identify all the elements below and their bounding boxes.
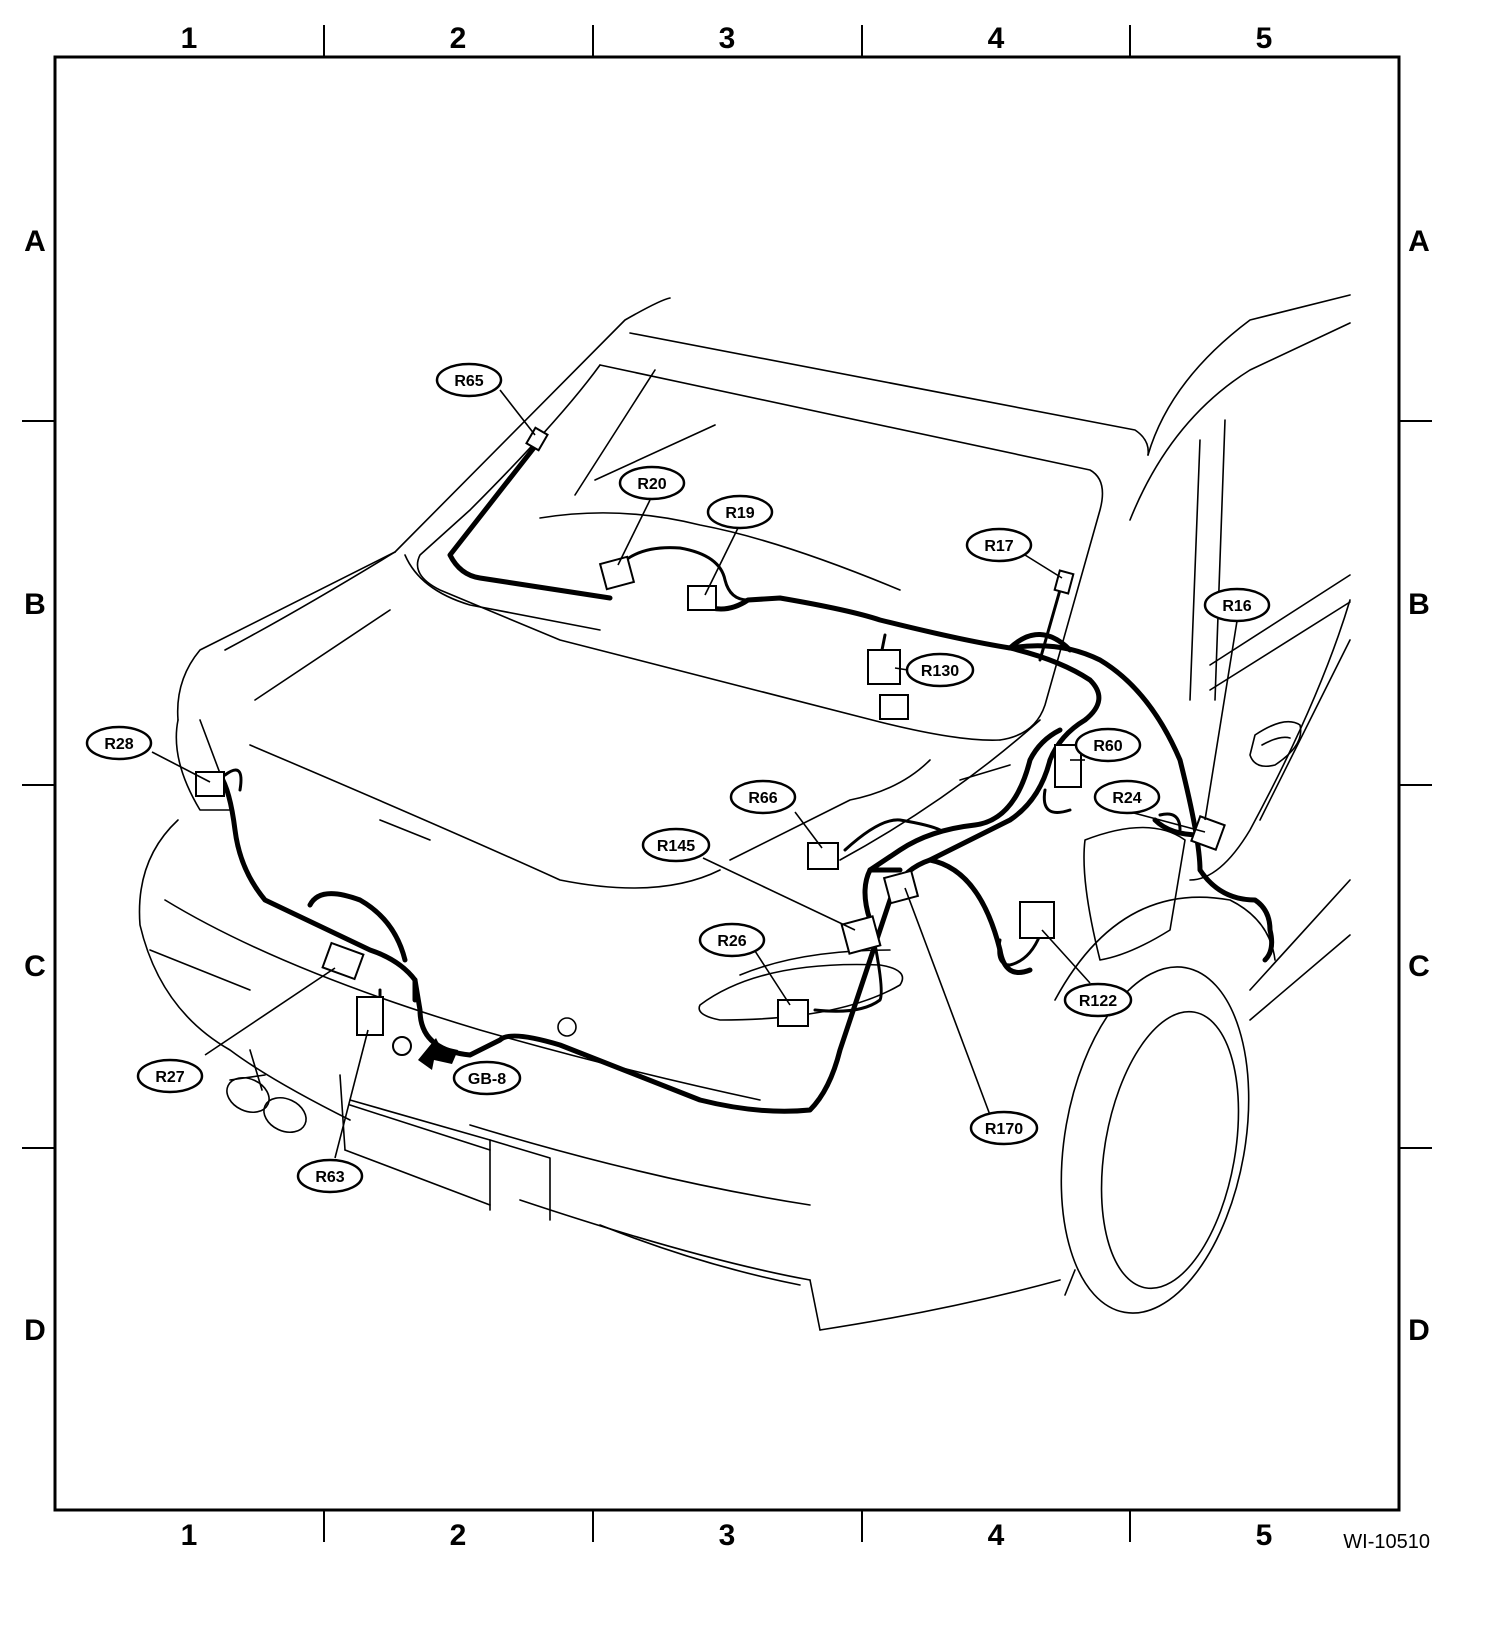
callout-label-r24: R24 [1112, 790, 1141, 807]
callout-label-r27: R27 [155, 1069, 184, 1086]
row-label-right-c: C [1408, 950, 1430, 983]
row-label-left-d: D [24, 1314, 46, 1347]
callouts: R65 R20 R19 R17 R16 R28 R130 R60 [85, 362, 1271, 1194]
connector-block-r66 [807, 842, 839, 870]
row-label-left-a: A [24, 225, 46, 258]
connector-block-r60 [1054, 744, 1082, 788]
callout-label-r122: R122 [1079, 993, 1117, 1010]
callout-r65[interactable]: R65 [435, 362, 503, 398]
callout-label-r16: R16 [1222, 598, 1251, 615]
connector-block-r20 [598, 555, 636, 591]
col-label-top-4: 4 [988, 22, 1005, 55]
callout-r28[interactable]: R28 [85, 725, 153, 761]
connector-block-r19 [687, 585, 717, 611]
row-label-left-c: C [24, 950, 46, 983]
callout-label-r28: R28 [104, 736, 133, 753]
grid-labels: 1 2 3 4 5 1 2 3 4 5 A B C D A B C D [24, 22, 1430, 1552]
col-label-bottom-2: 2 [450, 1519, 467, 1552]
row-label-right-a: A [1408, 225, 1430, 258]
col-label-top-5: 5 [1256, 22, 1273, 55]
figure-reference: WI-10510 [1343, 1531, 1430, 1553]
connector-block-r122 [1019, 901, 1055, 939]
callout-gb8[interactable]: GB-8 [452, 1060, 522, 1096]
connector-block-r170 [882, 869, 920, 905]
callout-r26[interactable]: R26 [698, 922, 766, 958]
callout-label-gb8: GB-8 [468, 1071, 506, 1088]
callout-r63[interactable]: R63 [296, 1158, 364, 1194]
connector-block-r24 [1190, 815, 1226, 851]
connector-block-r130a [867, 649, 901, 685]
callout-label-r145: R145 [657, 838, 695, 855]
callout-r60[interactable]: R60 [1074, 727, 1142, 763]
connector-block-r65 [525, 426, 549, 452]
connector-block-r145 [840, 915, 882, 955]
callout-r24[interactable]: R24 [1093, 779, 1161, 815]
callout-label-r20: R20 [637, 476, 666, 493]
callout-label-r26: R26 [717, 933, 746, 950]
callout-r170[interactable]: R170 [969, 1110, 1039, 1146]
callout-r145[interactable]: R145 [641, 827, 711, 863]
col-label-top-2: 2 [450, 22, 467, 55]
row-label-right-b: B [1408, 588, 1430, 621]
callout-label-r60: R60 [1093, 738, 1122, 755]
callout-r130[interactable]: R130 [905, 652, 975, 688]
connector-block-r63 [356, 996, 384, 1036]
callout-r17[interactable]: R17 [965, 527, 1033, 563]
grid-ticks [22, 25, 1432, 1542]
diagram-frame [53, 55, 1401, 1512]
ground-arrow-icon [418, 1038, 458, 1070]
callout-label-r130: R130 [921, 663, 959, 680]
connector-block-r26 [777, 999, 809, 1027]
col-label-bottom-5: 5 [1256, 1519, 1273, 1552]
row-label-left-b: B [24, 588, 46, 621]
callout-r66[interactable]: R66 [729, 779, 797, 815]
callout-r19[interactable]: R19 [706, 494, 774, 530]
col-label-bottom-3: 3 [719, 1519, 736, 1552]
callout-label-r19: R19 [725, 505, 754, 522]
callout-label-r170: R170 [985, 1121, 1023, 1138]
callout-label-r63: R63 [315, 1169, 344, 1186]
callout-r16[interactable]: R16 [1203, 587, 1271, 623]
car-outline [138, 294, 1351, 1331]
col-label-bottom-4: 4 [988, 1519, 1005, 1552]
ground-terminal-gb8 [392, 1036, 412, 1056]
connector-block-r28 [195, 771, 225, 797]
callout-r27[interactable]: R27 [136, 1058, 204, 1094]
col-label-top-1: 1 [181, 22, 198, 55]
row-label-right-d: D [1408, 1314, 1430, 1347]
callout-label-r17: R17 [984, 538, 1013, 555]
callout-label-r66: R66 [748, 790, 777, 807]
leader-lines [151, 389, 1238, 1159]
col-label-bottom-1: 1 [181, 1519, 198, 1552]
connector-blocks [195, 426, 1226, 1056]
connector-block-r17 [1053, 569, 1075, 595]
callout-r20[interactable]: R20 [618, 465, 686, 501]
connector-block-r27 [321, 941, 365, 981]
col-label-top-3: 3 [719, 22, 736, 55]
callout-label-r65: R65 [454, 373, 483, 390]
connector-block-r130b [879, 694, 909, 720]
callout-r122[interactable]: R122 [1063, 982, 1133, 1018]
